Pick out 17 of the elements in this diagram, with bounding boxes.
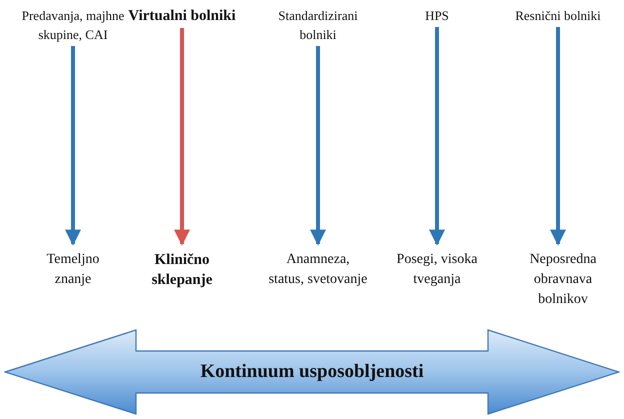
method-label: Virtualni bolniki <box>128 7 236 26</box>
arrow <box>429 27 445 246</box>
outcome-label: Temeljno znanje <box>46 251 100 289</box>
outcome-label: Neposredna obravnava bolnikov <box>528 251 598 309</box>
arrow <box>550 27 566 246</box>
method-label: Resnični bolniki <box>515 7 601 25</box>
method-label: HPS <box>425 7 449 25</box>
arrow <box>174 28 190 246</box>
banner-title: Kontinuum usposobljenosti <box>199 360 425 384</box>
outcome-label: Klinično sklepanje <box>150 251 214 290</box>
outcome-label: Anamneza, status, svetovanje <box>268 251 368 289</box>
method-label: Standardizirani bolniki <box>277 7 359 44</box>
arrow <box>310 46 326 246</box>
method-label: Predavanja, majhne skupine, CAI <box>20 7 126 44</box>
outcome-label: Posegi, visoka tveganja <box>396 251 478 289</box>
arrow <box>65 46 81 246</box>
double-arrow-banner <box>4 329 620 415</box>
